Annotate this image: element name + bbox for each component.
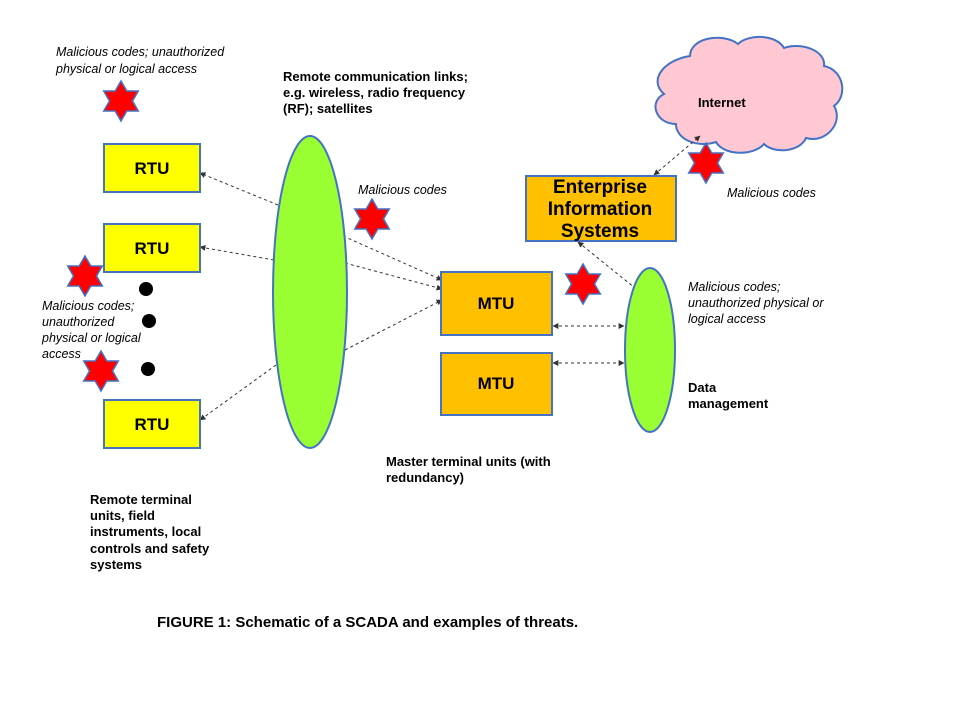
enterprise-information-systems-box: Enterprise Information Systems	[525, 175, 677, 242]
rtu-box: RTU	[103, 399, 201, 449]
svg-text:instruments, local: instruments, local	[90, 524, 201, 539]
threat-star-icon	[353, 197, 391, 241]
enterprise-label-line: Information	[548, 199, 653, 220]
svg-text:physical or logical access: physical or logical access	[55, 62, 197, 76]
rtu-caption: Remote terminal units, field instruments…	[90, 492, 210, 572]
mtu-box: MTU	[440, 271, 553, 336]
internet-threat-note: Malicious codes	[727, 186, 816, 200]
svg-text:systems: systems	[90, 557, 142, 572]
svg-text:Data: Data	[688, 380, 717, 395]
svg-text:management: management	[688, 396, 769, 411]
threat-star-icon	[82, 349, 120, 393]
svg-text:(RF); satellites: (RF); satellites	[283, 101, 373, 116]
data-management-label: Data management	[688, 380, 769, 411]
rtu-label: RTU	[135, 415, 170, 434]
svg-text:unauthorized physical or: unauthorized physical or	[688, 296, 824, 310]
svg-text:logical access: logical access	[688, 312, 766, 326]
svg-text:access: access	[42, 347, 81, 361]
svg-text:unauthorized: unauthorized	[42, 315, 115, 329]
threat-star-icon	[564, 262, 602, 306]
data-mgmt-threat-note: Malicious codes; unauthorized physical o…	[688, 280, 824, 326]
internet-label: Internet	[698, 95, 746, 110]
link-ellipse-rtu3	[199, 364, 277, 421]
continuation-dot	[142, 314, 156, 328]
svg-text:e.g. wireless, radio frequenc: e.g. wireless, radio frequency	[283, 85, 466, 100]
svg-text:units, field: units, field	[90, 508, 155, 523]
data-management-ellipse	[624, 267, 676, 433]
figure-caption: FIGURE 1: Schematic of a SCADA and examp…	[157, 614, 578, 631]
threat-star-icon	[102, 79, 140, 123]
link-threat-note: Malicious codes	[358, 183, 447, 197]
rtu-threat-top-note: Malicious codes; unauthorized physical o…	[55, 45, 225, 76]
svg-text:redundancy): redundancy)	[386, 470, 464, 485]
rtu-box: RTU	[103, 223, 201, 273]
continuation-dot	[141, 362, 155, 376]
link-ellipse-mtu-b	[344, 262, 443, 291]
link-ellipse-rtu2	[199, 244, 275, 261]
svg-text:Malicious codes;: Malicious codes;	[688, 280, 781, 294]
link-ellipse-mtu-c	[344, 299, 443, 351]
remote-links-note: Remote communication links; e.g. wireles…	[283, 69, 468, 116]
mtu-label: MTU	[478, 294, 515, 313]
internet-cloud	[654, 36, 844, 154]
threat-star-icon	[66, 254, 104, 298]
svg-text:Remote communication links;: Remote communication links;	[283, 69, 468, 84]
svg-text:Remote terminal: Remote terminal	[90, 492, 192, 507]
rtu-box: RTU	[103, 143, 201, 193]
enterprise-label-line: Enterprise	[553, 177, 647, 198]
link-eis-datamgmt	[577, 241, 641, 293]
mtu-caption: Master terminal units (with redundancy)	[386, 454, 551, 485]
continuation-dot	[139, 282, 153, 296]
mtu-label: MTU	[478, 374, 515, 393]
communication-links-ellipse	[272, 135, 348, 449]
svg-text:Master terminal units (with: Master terminal units (with	[386, 454, 551, 469]
link-ellipse-rtu1	[199, 172, 279, 206]
rtu-label: RTU	[135, 159, 170, 178]
link-ellipse-mtu-a	[342, 235, 443, 281]
threat-star-icon	[687, 141, 725, 185]
rtu-label: RTU	[135, 239, 170, 258]
svg-text:controls and safety: controls and safety	[90, 541, 210, 556]
link-eis-internet	[653, 135, 701, 176]
threat-stars	[66, 79, 725, 393]
enterprise-label-line: Systems	[561, 221, 639, 242]
rtu-threat-left-note: Malicious codes; unauthorized physical o…	[41, 299, 142, 361]
svg-text:Malicious codes; unauthorized: Malicious codes; unauthorized	[56, 45, 225, 59]
svg-text:Malicious codes;: Malicious codes;	[42, 299, 135, 313]
svg-text:physical or logical: physical or logical	[41, 331, 142, 345]
connection-links	[199, 135, 701, 421]
mtu-box: MTU	[440, 352, 553, 416]
